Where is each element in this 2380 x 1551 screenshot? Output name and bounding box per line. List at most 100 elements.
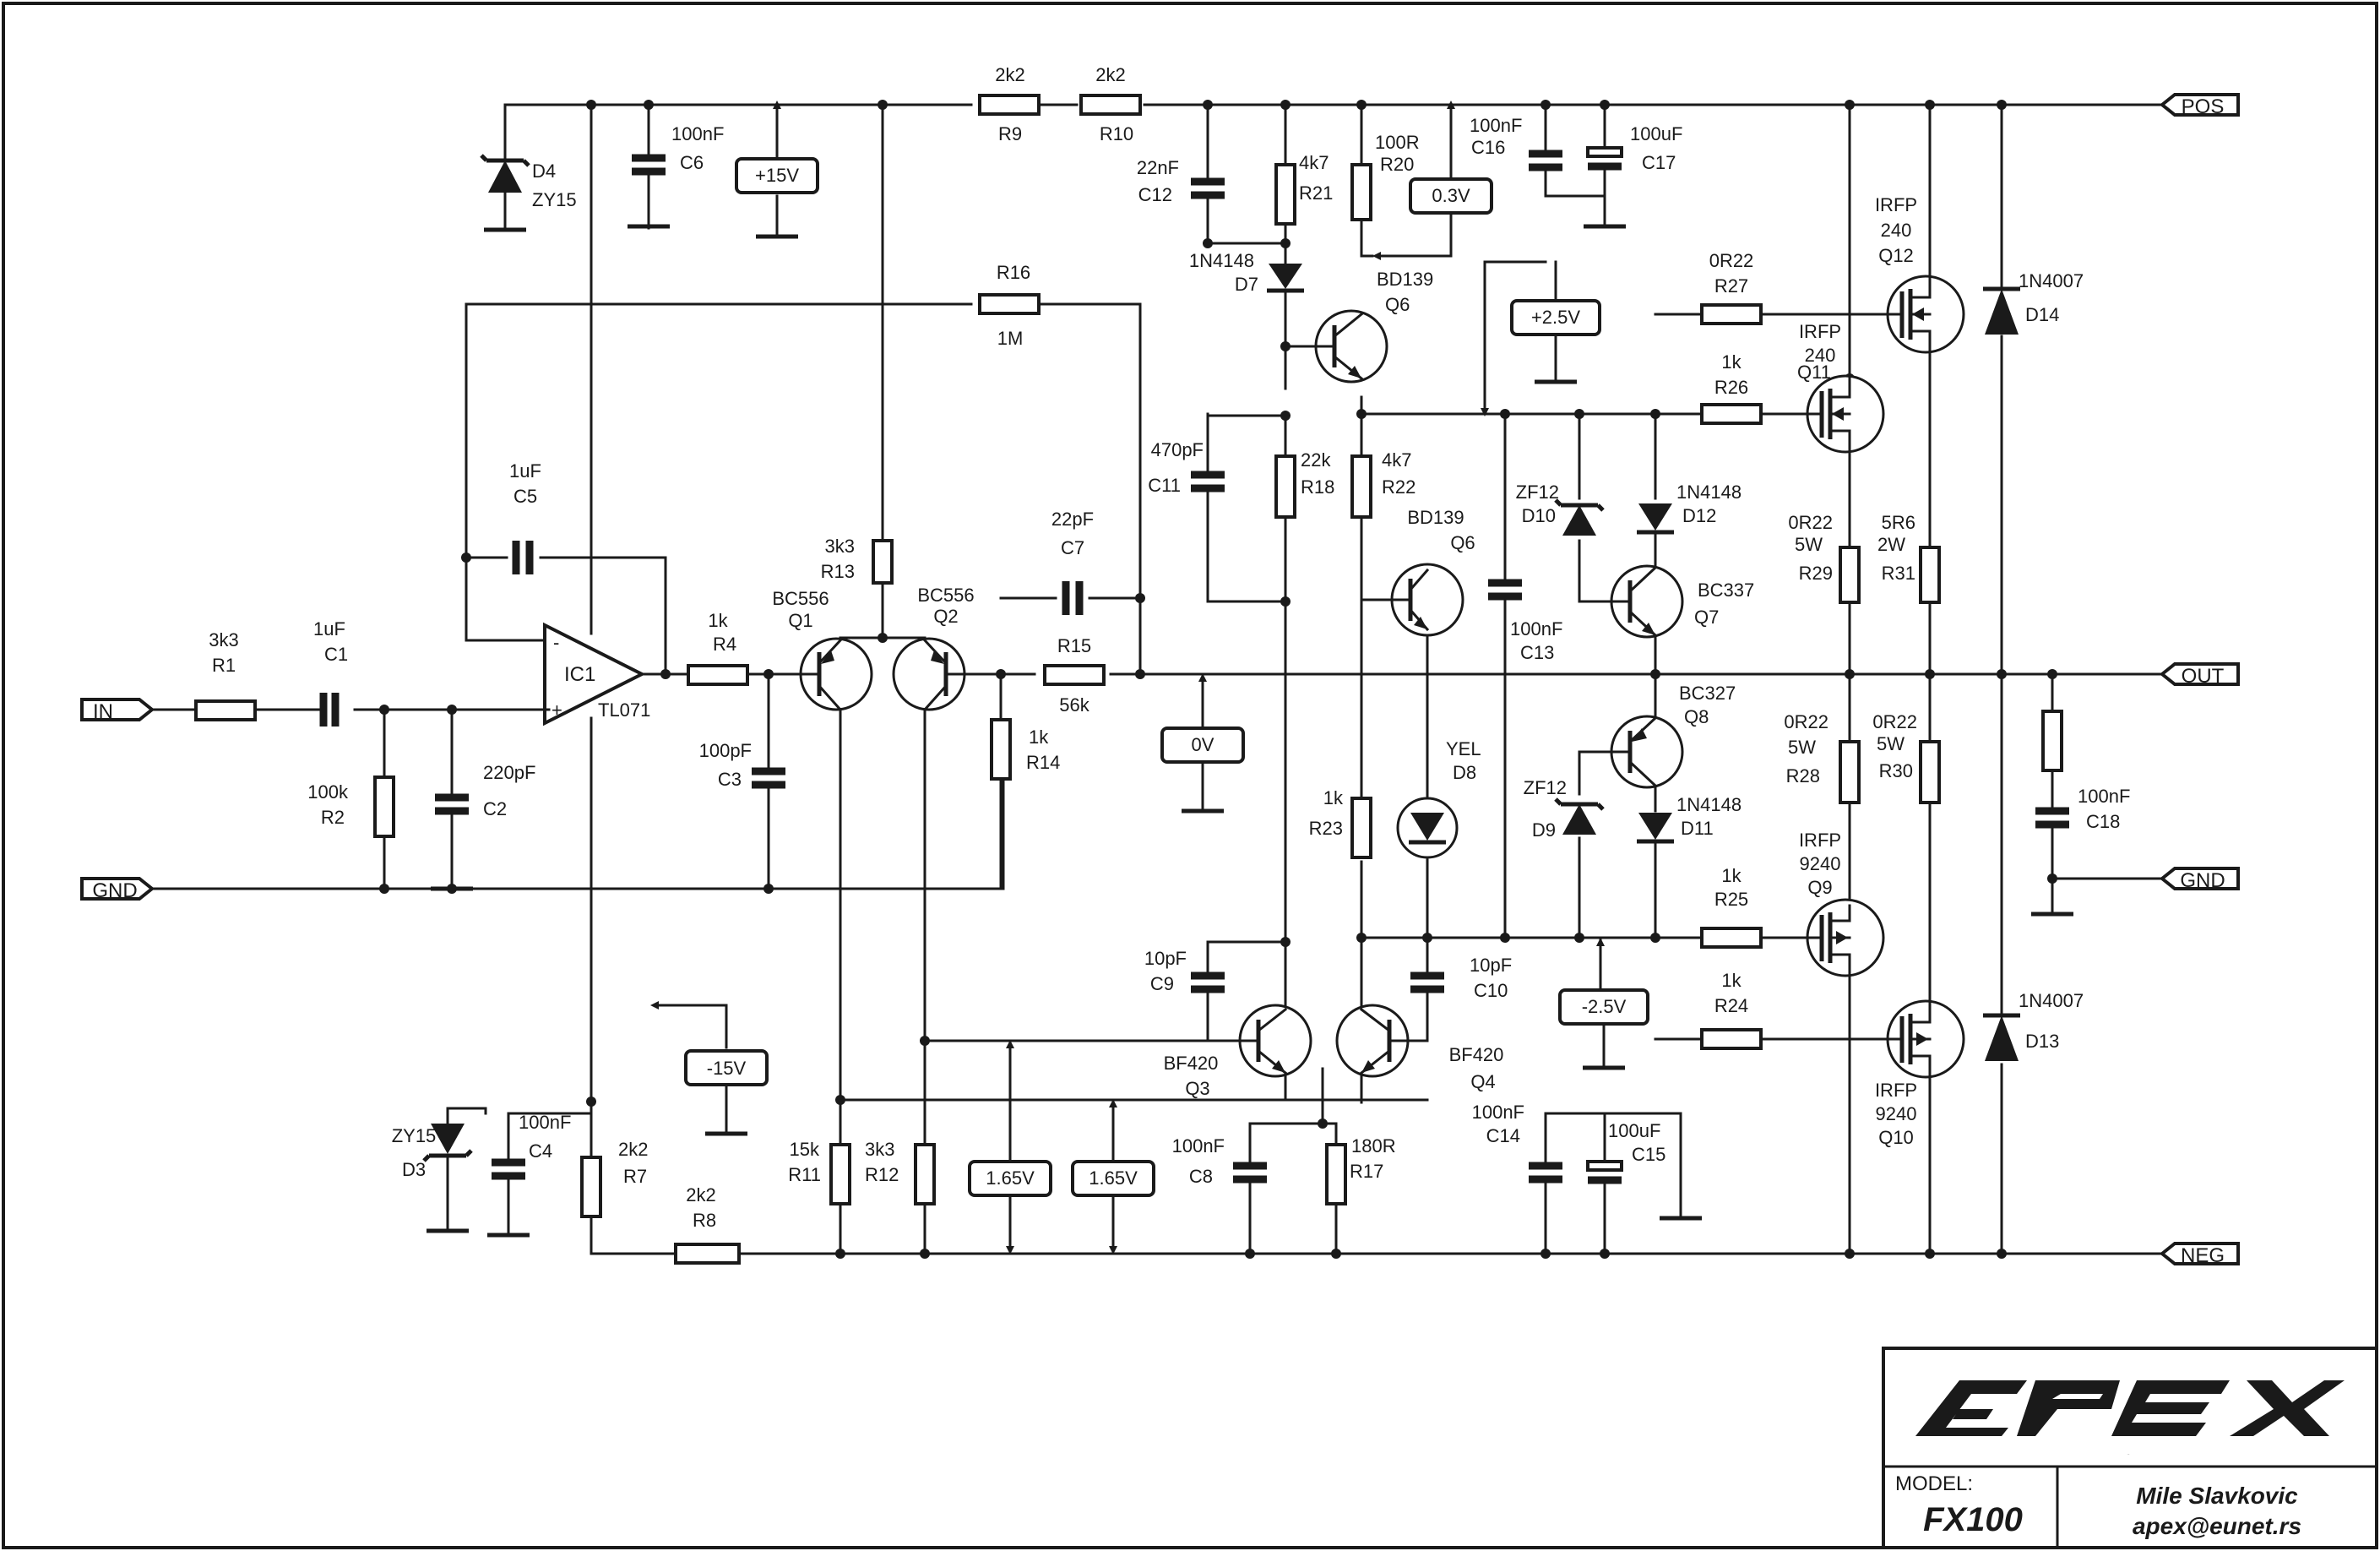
c7-ref: C7 xyxy=(1061,537,1084,558)
c5-value: 1uF xyxy=(509,460,541,482)
r25-value: 1k xyxy=(1721,351,1742,373)
ic1-value: TL071 xyxy=(598,699,650,721)
q5-ref: Q6 xyxy=(1385,294,1410,315)
d10-ref: D10 xyxy=(1522,505,1556,526)
r10-value: 2k2 xyxy=(1095,64,1125,85)
r13-ref: R12 xyxy=(865,1164,899,1185)
c8-value: 100nF xyxy=(1172,1135,1225,1156)
c11-ref: C11 xyxy=(1148,475,1181,496)
rail-minus-2-5v: -2.5V xyxy=(1558,938,1649,1070)
port-pos: POS xyxy=(2159,93,2240,118)
r30-rating: 2W xyxy=(1877,534,1905,555)
author-name: Mile Slavkovic xyxy=(2136,1483,2298,1509)
brand-logo xyxy=(1915,1380,2345,1436)
c1-ref: C1 xyxy=(324,644,348,665)
q9-value: IRFP xyxy=(1799,830,1841,851)
d4-value: ZY15 xyxy=(532,189,577,210)
d9-ref: D9 xyxy=(1532,819,1556,841)
port-in-label: IN xyxy=(93,700,113,723)
svg-text:0V: 0V xyxy=(1192,734,1214,755)
q10-ref: Q10 xyxy=(1878,1127,1914,1148)
d11-value: 1N4148 xyxy=(1676,794,1742,815)
diodes xyxy=(422,154,2020,1233)
r29-rating: 5W xyxy=(1877,733,1905,754)
c4-ref: C4 xyxy=(529,1140,552,1162)
c9-ref: C9 xyxy=(1150,973,1174,994)
r4-ref: R4 xyxy=(713,634,736,655)
c17-value: 100uF xyxy=(1630,123,1682,144)
r7-value: 2k2 xyxy=(618,1139,648,1160)
c9-value: 10pF xyxy=(1144,948,1187,969)
r26-ref: R27 xyxy=(1714,275,1748,297)
rail-0-3v: 0.3V xyxy=(1372,101,1493,260)
r8-ref: R8 xyxy=(693,1210,716,1231)
r29-ref: R30 xyxy=(1879,760,1913,781)
model-label: MODEL: xyxy=(1895,1472,1973,1495)
c1-value: 1uF xyxy=(313,618,345,639)
port-in: IN xyxy=(80,698,155,723)
r22-ref: R23 xyxy=(1309,818,1343,839)
r30-value: 5R6 xyxy=(1882,512,1915,533)
c16-value: 100nF xyxy=(1470,115,1522,136)
c18-ref: C18 xyxy=(2086,811,2120,832)
d9-value: ZF12 xyxy=(1524,777,1567,798)
q5-value: BD139 xyxy=(1377,269,1433,290)
r18-ref: R18 xyxy=(1301,476,1334,498)
r27-rating: 5W xyxy=(1788,737,1816,758)
q1-value: BC556 xyxy=(772,588,829,609)
r25-ref: R26 xyxy=(1714,377,1748,398)
d7-value: 1N4148 xyxy=(1189,250,1254,271)
port-neg-label: NEG xyxy=(2181,1244,2225,1267)
q4-ref: Q4 xyxy=(1470,1071,1495,1092)
r1-ref: R1 xyxy=(212,655,236,676)
r8-value: 2k2 xyxy=(686,1184,715,1205)
d12-value: 1N4148 xyxy=(1676,482,1742,503)
q6-ref: Q6 xyxy=(1450,532,1475,553)
r19-value: 4k7 xyxy=(1299,152,1329,173)
svg-text:+15V: +15V xyxy=(755,165,799,186)
r12-ref: R11 xyxy=(788,1164,821,1185)
c12-value: 22nF xyxy=(1137,157,1179,178)
q12-ref: Q12 xyxy=(1878,245,1914,266)
r23-value: 1k xyxy=(1721,970,1742,991)
q7-value: BC337 xyxy=(1698,580,1754,601)
resistors xyxy=(194,94,2063,1265)
q7-ref: Q7 xyxy=(1694,607,1719,628)
c7-value: 22pF xyxy=(1051,509,1094,530)
r7-ref: R7 xyxy=(623,1166,647,1187)
q1-ref: Q1 xyxy=(788,610,812,631)
r24-value: 1k xyxy=(1721,865,1742,886)
r4-value: 1k xyxy=(708,610,728,631)
c4-value: 100nF xyxy=(519,1112,571,1133)
d8-ref: D8 xyxy=(1453,762,1476,783)
q11-ref: Q11 xyxy=(1797,362,1831,383)
rail-plus-15v: +15V xyxy=(735,101,819,239)
r2-ref: R2 xyxy=(321,807,345,828)
r15-value: 56k xyxy=(1059,694,1089,716)
c17-ref: C17 xyxy=(1642,152,1676,173)
c13-ref: C13 xyxy=(1520,642,1554,663)
c13-value: 100nF xyxy=(1510,618,1562,639)
d3-value: ZY15 xyxy=(392,1125,437,1146)
port-pos-label: POS xyxy=(2182,95,2225,118)
component-labels: 3k3 R1 1uF C1 100k R2 220pF C2 1uF C5 D4… xyxy=(209,64,2130,1231)
d7-ref: D7 xyxy=(1235,274,1258,295)
r13-value: 3k3 xyxy=(865,1139,894,1160)
c6-value: 100nF xyxy=(671,123,724,144)
title-block: APEX MODEL: FX100 Mile Slavkovic apex@eu… xyxy=(1882,1347,2378,1549)
c14-value: 100nF xyxy=(1472,1102,1524,1123)
svg-text:+2.5V: +2.5V xyxy=(1531,307,1580,328)
q2-value: BC556 xyxy=(917,585,974,606)
q10-value2: 9240 xyxy=(1876,1103,1917,1124)
r10-ref: R10 xyxy=(1100,123,1133,144)
r24-ref: R25 xyxy=(1714,889,1748,910)
q8-ref: Q8 xyxy=(1684,706,1709,727)
svg-text:-15V: -15V xyxy=(707,1058,747,1079)
r18-value: 22k xyxy=(1301,449,1331,471)
r16-value: 1M xyxy=(997,328,1024,349)
r28-ref: R29 xyxy=(1799,563,1833,584)
d14-ref: D14 xyxy=(2025,304,2059,325)
c2-value: 220pF xyxy=(483,762,535,783)
svg-text:-: - xyxy=(553,632,559,653)
